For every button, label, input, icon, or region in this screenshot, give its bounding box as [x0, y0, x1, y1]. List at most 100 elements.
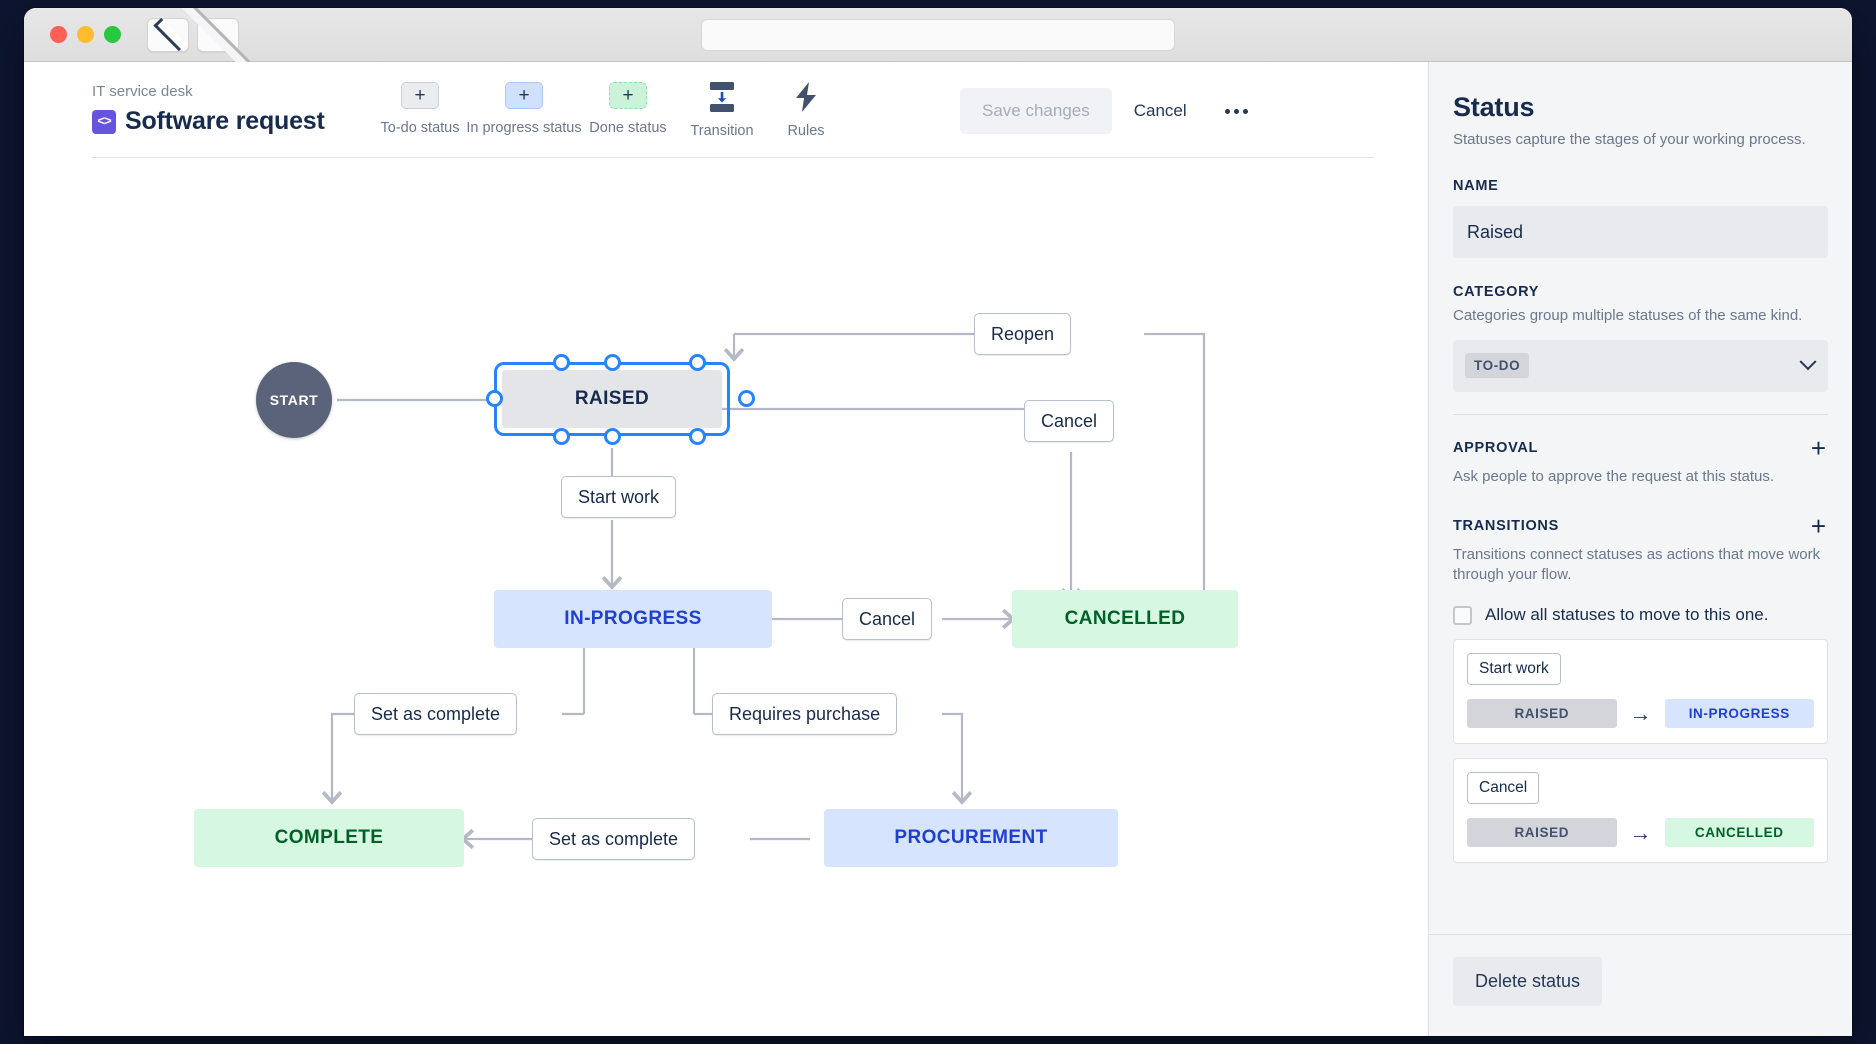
rules-label: Rules [787, 123, 825, 139]
transitions-label: TRANSITIONS [1453, 517, 1559, 534]
dot [1233, 108, 1239, 114]
resize-handle-top-left[interactable] [553, 354, 570, 371]
transition-card-name: Start work [1467, 653, 1561, 686]
window-body: IT service desk <> Software request + To… [24, 62, 1852, 1036]
page-title-row: <> Software request [92, 107, 354, 136]
back-button[interactable] [147, 17, 189, 52]
category-label: CATEGORY [1453, 284, 1540, 301]
lightning-bolt-icon [792, 82, 820, 112]
arrow-right-icon: → [1629, 700, 1652, 726]
allow-all-label: Allow all statuses to move to this one. [1485, 605, 1769, 625]
page-title: Software request [125, 107, 325, 135]
name-label: NAME [1453, 178, 1499, 195]
transition-label-requires-purchase[interactable]: Requires purchase [712, 693, 898, 735]
more-options-icon[interactable] [1209, 95, 1264, 128]
resize-handle-bottom-center[interactable] [604, 428, 621, 445]
code-brackets-icon: <> [92, 109, 116, 134]
transition-from-badge: RAISED [1467, 699, 1617, 729]
breadcrumb[interactable]: IT service desk [92, 83, 193, 100]
zoom-window-button[interactable] [104, 26, 121, 43]
resize-handle-top-right[interactable] [689, 354, 706, 371]
forward-button[interactable] [62, 8, 370, 189]
status-node-procurement[interactable]: PROCUREMENT [824, 809, 1118, 867]
cancel-button[interactable]: Cancel [1116, 88, 1205, 134]
resize-handle-top-center[interactable] [604, 354, 621, 371]
transition-icon [705, 82, 739, 112]
transition-label: Transition [690, 123, 754, 139]
add-approval-icon[interactable]: + [1810, 432, 1826, 463]
transition-card[interactable]: Cancel RAISED → CANCELLED [1453, 758, 1828, 864]
transition-card-name: Cancel [1467, 772, 1540, 805]
close-window-button[interactable] [50, 26, 67, 43]
divider [1453, 413, 1828, 415]
minimize-window-button[interactable] [77, 26, 94, 43]
save-changes-button[interactable]: Save changes [960, 88, 1112, 134]
name-section: NAME Raised [1429, 178, 1852, 259]
transition-to-badge: CANCELLED [1664, 818, 1814, 848]
chevron-down-icon [1799, 352, 1817, 370]
panel-subtitle: Statuses capture the stages of your work… [1453, 131, 1806, 148]
category-select[interactable]: TO-DO [1453, 339, 1828, 392]
transitions-header: TRANSITIONS + [1453, 513, 1828, 539]
resize-handle-right[interactable] [738, 390, 755, 407]
toolbar-tools: + To-do status + In progress status + Do… [368, 78, 848, 139]
approval-description: Ask people to approve the request at thi… [1453, 467, 1775, 485]
panel-footer: Delete status [1429, 934, 1852, 1036]
status-details-panel: Status Statuses capture the stages of yo… [1428, 62, 1852, 1036]
transition-label-cancel-inprogress[interactable]: Cancel [842, 598, 933, 640]
plus-icon: + [401, 82, 439, 109]
panel-header: Status Statuses capture the stages of yo… [1429, 62, 1852, 150]
transitions-section: TRANSITIONS + Transitions connect status… [1429, 513, 1852, 864]
approval-section-wrap [1429, 392, 1852, 415]
transition-card-flow: RAISED → IN-PROGRESS [1467, 699, 1814, 729]
transition-card-flow: RAISED → CANCELLED [1467, 818, 1814, 848]
app-window: IT service desk <> Software request + To… [24, 8, 1852, 1036]
transitions-description: Transitions connect statuses as actions … [1453, 545, 1821, 583]
transition-card[interactable]: Start work RAISED → IN-PROGRESS [1453, 639, 1828, 745]
allow-all-row: Allow all statuses to move to this one. [1453, 605, 1828, 625]
status-node-complete[interactable]: COMPLETE [194, 809, 464, 867]
category-description: Categories group multiple statuses of th… [1453, 307, 1803, 325]
category-section: CATEGORY Categories group multiple statu… [1429, 284, 1852, 392]
approval-label: APPROVAL [1453, 439, 1539, 456]
allow-all-checkbox[interactable] [1453, 605, 1472, 625]
header-titles: IT service desk <> Software request [24, 78, 354, 136]
arrow-right-icon: → [1629, 819, 1652, 845]
transition-to-badge: IN-PROGRESS [1664, 699, 1814, 729]
resize-handle-bottom-left[interactable] [553, 428, 570, 445]
status-node-raised[interactable]: RAISED [502, 370, 722, 428]
add-transition-button[interactable]: Transition [680, 78, 764, 139]
status-name-input[interactable]: Raised [1453, 206, 1828, 259]
address-bar[interactable] [701, 19, 1175, 51]
transition-label-cancel-raised[interactable]: Cancel [1024, 400, 1115, 442]
resize-handle-left[interactable] [486, 390, 503, 407]
add-todo-status-label: To-do status [380, 120, 460, 136]
delete-status-button[interactable]: Delete status [1453, 957, 1603, 1006]
add-done-status-button[interactable]: + Done status [576, 78, 680, 136]
add-inprogress-status-button[interactable]: + In progress status [466, 78, 582, 136]
back-icon [153, 17, 187, 52]
add-todo-status-button[interactable]: + To-do status [368, 78, 472, 136]
transition-label-set-as-complete-procurement[interactable]: Set as complete [532, 818, 696, 860]
workflow-canvas[interactable]: START RAISED IN-PROGRESS CANCELLED [24, 158, 1428, 1036]
window-titlebar [24, 8, 1852, 189]
approval-header: APPROVAL + [1453, 435, 1828, 461]
panel-title: Status [1453, 92, 1535, 122]
status-node-in-progress[interactable]: IN-PROGRESS [494, 590, 772, 648]
plus-icon: + [505, 82, 543, 109]
rules-button[interactable]: Rules [764, 78, 848, 139]
editor-toolbar: IT service desk <> Software request + To… [24, 62, 1428, 158]
status-node-cancelled[interactable]: CANCELLED [1012, 590, 1238, 648]
start-node[interactable]: START [256, 362, 332, 438]
toolbar-actions: Save changes Cancel [960, 78, 1264, 134]
resize-handle-bottom-right[interactable] [689, 428, 706, 445]
transition-label-set-as-complete-inprogress[interactable]: Set as complete [354, 693, 518, 735]
dot [1224, 108, 1230, 114]
approval-section: APPROVAL + Ask people to approve the req… [1429, 435, 1852, 487]
add-transition-icon[interactable]: + [1810, 510, 1826, 541]
plus-icon: + [609, 82, 647, 109]
transition-label-reopen[interactable]: Reopen [974, 313, 1072, 355]
transition-label-start-work[interactable]: Start work [561, 476, 677, 518]
add-done-status-label: Done status [589, 120, 667, 136]
